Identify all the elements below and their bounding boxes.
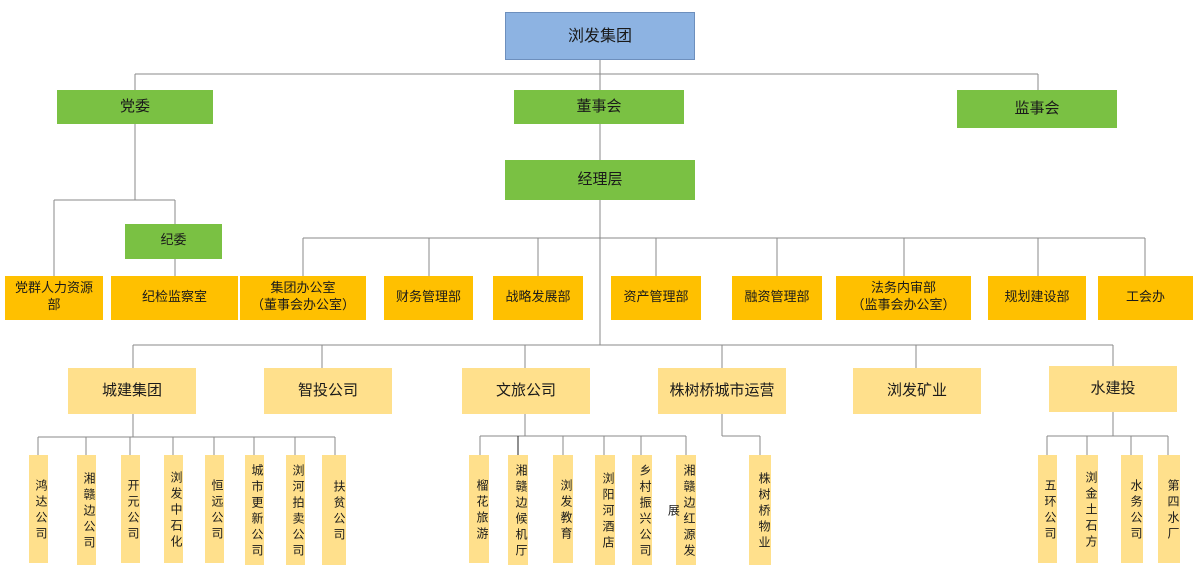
department-node: 规划建设部: [988, 276, 1086, 320]
group-node: 浏发矿业: [853, 368, 981, 414]
subsidiary-node: 湘赣边红源发展: [666, 455, 696, 565]
department-node: 工会办: [1098, 276, 1193, 320]
group-node: 水建投: [1049, 366, 1177, 412]
management-node: 经理层: [505, 160, 695, 200]
subsidiary-node: 浏发中石化: [164, 455, 183, 563]
subsidiary-node: 城市更新公司: [245, 455, 264, 565]
subsidiary-node: 开元公司: [121, 455, 140, 563]
supervisory-board-node: 监事会: [957, 90, 1117, 128]
subsidiary-node: 水务公司: [1121, 455, 1143, 563]
group-node: 智投公司: [264, 368, 392, 414]
group-node: 城建集团: [68, 368, 196, 414]
board-node: 董事会: [514, 90, 684, 124]
department-node: 集团办公室 （董事会办公室）: [240, 276, 366, 320]
party-committee-node: 党委: [57, 90, 213, 124]
subsidiary-node: 乡村振兴公司: [632, 455, 652, 565]
department-node: 融资管理部: [732, 276, 822, 320]
department-node: 财务管理部: [384, 276, 473, 320]
subsidiary-node: 扶贫公司: [322, 455, 346, 565]
department-node: 纪检监察室: [111, 276, 238, 320]
group-node: 株树桥城市运营: [658, 368, 786, 414]
department-node: 法务内审部 （监事会办公室）: [836, 276, 971, 320]
group-node: 文旅公司: [462, 368, 590, 414]
subsidiary-node: 恒远公司: [205, 455, 224, 563]
department-node: 资产管理部: [611, 276, 701, 320]
subsidiary-node: 榴花旅游: [469, 455, 489, 563]
subsidiary-node: 湘赣边候机厅: [508, 455, 528, 565]
subsidiary-node: 湘赣边公司: [77, 455, 96, 565]
root-node: 浏发集团: [505, 12, 695, 60]
subsidiary-node: 浏河拍卖公司: [286, 455, 305, 565]
subsidiary-node: 浏金土石方: [1076, 455, 1098, 563]
subsidiary-node: 鸿达公司: [29, 455, 48, 563]
subsidiary-node: 株树桥物业: [749, 455, 771, 565]
department-node: 战略发展部: [493, 276, 583, 320]
subsidiary-node: 第四水厂: [1158, 455, 1180, 563]
subsidiary-node: 浏发教育: [553, 455, 573, 563]
discipline-committee-node: 纪委: [125, 224, 222, 259]
department-node: 党群人力资源部: [5, 276, 103, 320]
subsidiary-node: 五环公司: [1038, 455, 1057, 563]
subsidiary-node: 浏阳河酒店: [595, 455, 615, 565]
